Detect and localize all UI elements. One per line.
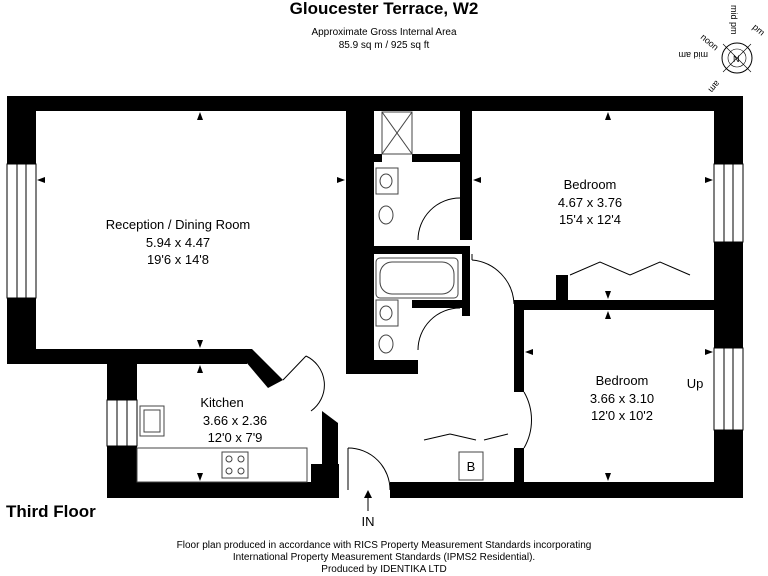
doors xyxy=(282,197,691,491)
entrance-label: IN xyxy=(362,514,375,529)
room-bedroom2-metric: 3.66 x 3.10 xyxy=(590,391,654,406)
room-bedroom1-name: Bedroom xyxy=(564,177,617,192)
room-bedroom2-imperial: 12'0 x 10'2 xyxy=(591,408,653,423)
area-value: 85.9 sq m / 925 sq ft xyxy=(338,40,430,51)
windows xyxy=(6,163,744,447)
room-kitchen-imperial: 12'0 x 7'9 xyxy=(208,430,263,445)
compass: noon mid pm pm mid am am N xyxy=(678,5,766,95)
dimension-arrows xyxy=(37,112,713,481)
plan-title: Gloucester Terrace, W2 xyxy=(289,0,479,18)
fixtures xyxy=(136,111,509,483)
room-bedroom1-imperial: 15'4 x 12'4 xyxy=(559,212,621,227)
compass-pm: pm xyxy=(751,22,767,38)
floor-label: Third Floor xyxy=(6,502,96,521)
compass-north: N xyxy=(733,54,740,64)
room-reception-name: Reception / Dining Room xyxy=(106,217,251,232)
compass-am: am xyxy=(706,79,722,95)
footer-line-1: Floor plan produced in accordance with R… xyxy=(176,540,592,551)
footer-line-2: International Property Measurement Stand… xyxy=(232,552,536,563)
stairs-up-label: Up xyxy=(687,376,704,391)
room-kitchen-metric: 3.66 x 2.36 xyxy=(203,413,267,428)
entrance-arrow xyxy=(364,490,372,511)
compass-noon: noon xyxy=(699,32,721,53)
room-bedroom2-name: Bedroom xyxy=(596,373,649,388)
footer-line-3: Produced by IDENTIKA LTD xyxy=(321,564,447,575)
room-kitchen-name: Kitchen xyxy=(200,395,243,410)
room-labels: Reception / Dining Room 5.94 x 4.47 19'6… xyxy=(106,177,704,529)
room-reception-imperial: 19'6 x 14'8 xyxy=(147,252,209,267)
area-label: Approximate Gross Internal Area xyxy=(311,27,457,38)
boiler-label: B xyxy=(467,459,476,474)
room-bedroom1-metric: 4.67 x 3.76 xyxy=(558,195,622,210)
compass-mid-am: mid am xyxy=(678,50,708,60)
compass-mid-pm: mid pm xyxy=(729,5,739,35)
room-reception-metric: 5.94 x 4.47 xyxy=(146,235,210,250)
walls xyxy=(7,96,743,498)
